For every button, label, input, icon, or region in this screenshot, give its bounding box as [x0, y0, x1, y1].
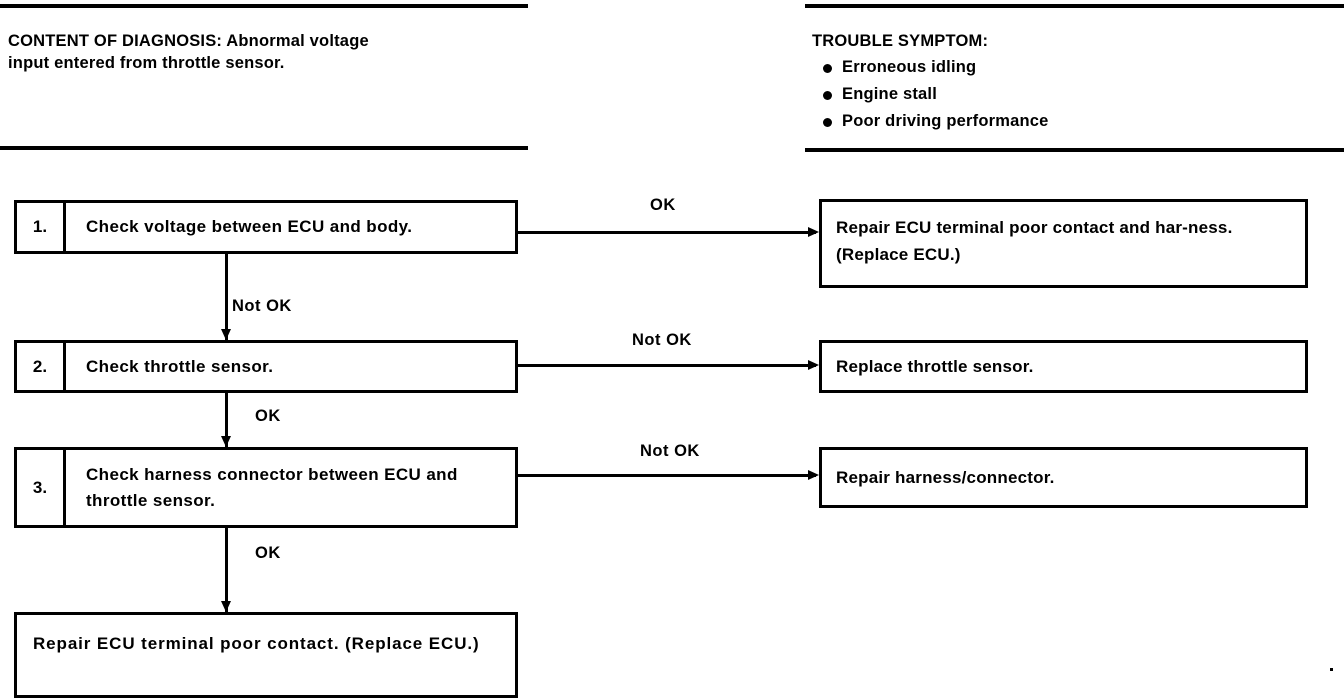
- bullet-icon: [823, 118, 832, 127]
- arrowhead-down-icon: [221, 436, 231, 447]
- branch-label-step1-down: Not OK: [232, 297, 292, 315]
- branch-label-step2-down: OK: [255, 407, 281, 425]
- result-box-2: Replace throttle sensor.: [819, 340, 1308, 393]
- trouble-symptom-title: TROUBLE SYMPTOM:: [812, 32, 989, 50]
- step-box-3: 3. Check harness connector between ECU a…: [14, 447, 518, 528]
- list-item: Erroneous idling: [812, 55, 1340, 79]
- trouble-symptom-block: TROUBLE SYMPTOM: Erroneous idling Engine…: [812, 30, 1340, 136]
- scan-artifact: [1330, 668, 1333, 671]
- symptom-label: Erroneous idling: [842, 58, 977, 76]
- arrowhead-right-icon: [808, 470, 819, 480]
- final-action-label: Repair ECU terminal poor contact. (Repla…: [33, 634, 480, 653]
- header-rule-right-bottom: [805, 148, 1344, 152]
- symptom-label: Engine stall: [842, 85, 938, 103]
- step-label-3: Check harness connector between ECU and …: [86, 464, 458, 510]
- step-label-1: Check voltage between ECU and body.: [86, 217, 413, 236]
- bullet-icon: [823, 91, 832, 100]
- content-of-diagnosis-text: CONTENT OF DIAGNOSIS: Abnormal voltage i…: [8, 32, 369, 72]
- content-of-diagnosis-block: CONTENT OF DIAGNOSIS: Abnormal voltage i…: [8, 30, 528, 74]
- bullet-icon: [823, 64, 832, 73]
- list-item: Engine stall: [812, 82, 1340, 106]
- result-label-3: Repair harness/connector.: [836, 468, 1055, 487]
- branch-label-step3-right: Not OK: [640, 442, 700, 460]
- connector-step3-to-result3: [518, 474, 816, 477]
- header-rule-right-top: [805, 4, 1344, 8]
- step-number-3: 3.: [17, 450, 66, 525]
- header-rule-left-bottom: [0, 146, 528, 150]
- result-box-1: Repair ECU terminal poor contact and har…: [819, 199, 1308, 288]
- branch-label-step3-down: OK: [255, 544, 281, 562]
- final-action-box: Repair ECU terminal poor contact. (Repla…: [14, 612, 518, 698]
- arrowhead-down-icon: [221, 329, 231, 340]
- connector-step1-to-result1: [518, 231, 816, 234]
- result-label-1: Repair ECU terminal poor contact and har…: [836, 218, 1233, 264]
- branch-label-step2-right: Not OK: [632, 331, 692, 349]
- step-box-1: 1. Check voltage between ECU and body.: [14, 200, 518, 254]
- header-rule-left-top: [0, 4, 528, 8]
- step-box-2: 2. Check throttle sensor.: [14, 340, 518, 393]
- connector-step2-to-result2: [518, 364, 816, 367]
- step-label-2: Check throttle sensor.: [86, 356, 274, 376]
- connector-step2-to-step3: [225, 393, 228, 447]
- trouble-symptom-list: Erroneous idling Engine stall Poor drivi…: [812, 55, 1340, 133]
- result-box-3: Repair harness/connector.: [819, 447, 1308, 508]
- branch-label-step1-right: OK: [650, 196, 676, 214]
- connector-step1-to-step2: [225, 254, 228, 340]
- step-number-2: 2.: [17, 343, 66, 390]
- connector-step3-to-final: [225, 528, 228, 612]
- arrowhead-down-icon: [221, 601, 231, 612]
- arrowhead-right-icon: [808, 227, 819, 237]
- arrowhead-right-icon: [808, 360, 819, 370]
- list-item: Poor driving performance: [812, 109, 1340, 133]
- step-number-1: 1.: [17, 203, 66, 251]
- symptom-label: Poor driving performance: [842, 112, 1049, 130]
- result-label-2: Replace throttle sensor.: [836, 357, 1034, 376]
